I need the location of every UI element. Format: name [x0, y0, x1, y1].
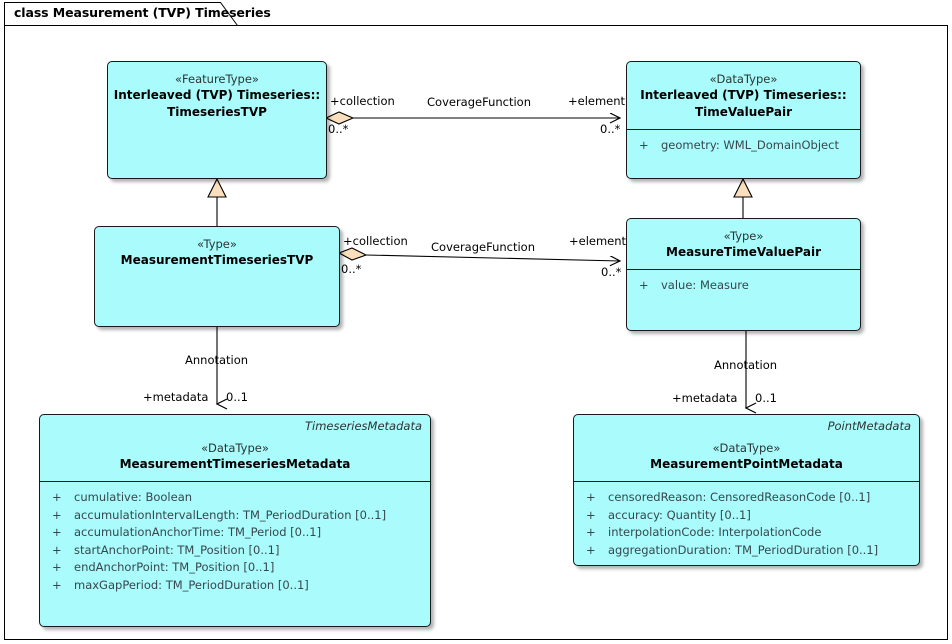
stereotype-measurement-timeseries-tvp: «Type»: [197, 237, 237, 251]
attributes-measurement-point-metadata: + censoredReason: CensoredReasonCode [0..…: [574, 482, 919, 559]
attribute-visibility: +: [586, 542, 596, 557]
attribute-text: aggregationDuration: TM_PeriodDuration […: [608, 542, 879, 557]
class-divider-measurement-timeseries-metadata: [40, 481, 430, 482]
attribute-row: + maxGapPeriod: TM_PeriodDuration [0..1]: [40, 577, 430, 595]
class-header-measurement-timeseries-metadata: TimeseriesMetadata «DataType» Measuremen…: [40, 415, 430, 481]
attribute-visibility: +: [586, 525, 596, 539]
class-header-measure-time-value-pair: «Type» MeasureTimeValuePair: [627, 219, 860, 269]
label-coverage-function-bottom: CoverageFunction: [431, 240, 536, 254]
label-metadata-left: +metadata: [143, 390, 209, 404]
class-name-timeseries-tvp-line1: Interleaved (TVP) Timeseries::: [113, 88, 321, 102]
attribute-row: + censoredReason: CensoredReasonCode [0..…: [574, 489, 919, 507]
attribute-row: + interpolationCode: InterpolationCode: [574, 524, 919, 542]
stereotype-measure-time-value-pair: «Type»: [723, 229, 764, 243]
stereotype-timeseries-tvp: «FeatureType»: [175, 72, 259, 86]
attribute-visibility: +: [52, 542, 62, 557]
class-measurement-timeseries-tvp[interactable]: «Type» MeasurementTimeseriesTVP: [94, 226, 340, 327]
class-time-value-pair[interactable]: «DataType» Interleaved (TVP) Timeseries:…: [626, 61, 861, 179]
mult-annotation-left: 0..1: [226, 390, 248, 404]
attribute-text: accuracy: Quantity [0..1]: [608, 507, 751, 522]
attribute-text: maxGapPeriod: TM_PeriodDuration [0..1]: [74, 577, 309, 592]
class-header-time-value-pair: «DataType» Interleaved (TVP) Timeseries:…: [627, 62, 860, 129]
attribute-visibility: +: [52, 577, 62, 592]
attribute-row: + accumulationIntervalLength: TM_PeriodDu…: [40, 507, 430, 525]
class-divider-measurement-point-metadata: [574, 481, 919, 482]
attribute-row: + endAnchorPoint: TM_Position [0..1]: [40, 559, 430, 577]
attribute-text: cumulative: Boolean: [74, 490, 193, 504]
class-divider-measure-time-value-pair: [627, 269, 860, 270]
class-name-measurement-timeseries-metadata: MeasurementTimeseriesMetadata: [119, 457, 351, 471]
class-name-time-value-pair-line1: Interleaved (TVP) Timeseries::: [640, 88, 847, 102]
label-annotation-left: Annotation: [185, 353, 249, 367]
class-header-measurement-timeseries-tvp: «Type» MeasurementTimeseriesTVP: [95, 227, 339, 277]
attribute-visibility: +: [52, 525, 62, 539]
stereotype-measurement-point-metadata: «DataType»: [712, 441, 781, 455]
mult-collection-bottom: 0..*: [341, 262, 362, 276]
class-measure-time-value-pair[interactable]: «Type» MeasureTimeValuePair + value: Meas…: [626, 218, 861, 331]
stereotype-measurement-timeseries-metadata: «DataType»: [201, 441, 269, 455]
attributes-measurement-timeseries-metadata: + cumulative: Boolean + accumulationInterv…: [40, 482, 430, 594]
class-name-measurement-timeseries-tvp: MeasurementTimeseriesTVP: [120, 253, 314, 267]
mult-annotation-right: 0..1: [755, 391, 777, 405]
class-name-time-value-pair-line2: TimeValuePair: [694, 105, 793, 119]
class-measurement-timeseries-metadata[interactable]: TimeseriesMetadata «DataType» Measuremen…: [39, 414, 431, 627]
class-header-timeseries-tvp: «FeatureType» Interleaved (TVP) Timeseri…: [108, 62, 326, 129]
attribute-row: + aggregationDuration: TM_PeriodDuration …: [574, 542, 919, 560]
attribute-visibility: +: [586, 490, 596, 504]
attribute-text: geometry: WML_DomainObject: [661, 138, 839, 152]
stereotype-time-value-pair: «DataType»: [709, 72, 778, 86]
attribute-visibility: +: [639, 138, 649, 152]
class-name-measure-time-value-pair: MeasureTimeValuePair: [666, 245, 821, 259]
diagram-frame-top-edge: [238, 25, 948, 26]
attribute-text: value: Measure: [661, 278, 749, 292]
attribute-row: + geometry: WML_DomainObject: [627, 137, 860, 155]
class-header-measurement-point-metadata: PointMetadata «DataType» MeasurementPoin…: [574, 415, 919, 481]
attribute-visibility: +: [52, 490, 62, 504]
attribute-text: censoredReason: CensoredReasonCode [0..1…: [608, 490, 871, 504]
class-measurement-point-metadata[interactable]: PointMetadata «DataType» MeasurementPoin…: [573, 414, 920, 566]
attribute-text: endAnchorPoint: TM_Position [0..1]: [74, 560, 275, 574]
label-element-top: +element: [568, 94, 626, 108]
attribute-row: + accumulationAnchorTime: TM_Period [0..1…: [40, 524, 430, 542]
attribute-visibility: +: [52, 507, 62, 522]
class-name-measurement-point-metadata: MeasurementPointMetadata: [650, 457, 843, 471]
class-name-timeseries-tvp-line2: TimeseriesTVP: [167, 105, 267, 119]
mult-element-top: 0..*: [600, 122, 621, 136]
attribute-row: + accuracy: Quantity [0..1]: [574, 507, 919, 525]
attribute-text: accumulationAnchorTime: TM_Period [0..1]: [74, 525, 322, 539]
attribute-text: accumulationIntervalLength: TM_PeriodDur…: [74, 507, 387, 522]
attribute-row: + cumulative: Boolean: [40, 489, 430, 507]
mult-element-bottom: 0..*: [601, 265, 622, 279]
attributes-measure-time-value-pair: + value: Measure: [627, 270, 860, 295]
attribute-row: + value: Measure: [627, 277, 860, 295]
class-timeseries-tvp[interactable]: «FeatureType» Interleaved (TVP) Timeseri…: [107, 61, 327, 179]
attribute-text: interpolationCode: InterpolationCode: [608, 525, 822, 539]
attribute-row: + startAnchorPoint: TM_Position [0..1]: [40, 542, 430, 560]
attribute-visibility: +: [52, 560, 62, 574]
class-qualifier-measurement-timeseries-metadata: TimeseriesMetadata: [304, 419, 422, 433]
class-qualifier-measurement-point-metadata: PointMetadata: [827, 419, 911, 433]
class-divider-time-value-pair: [627, 129, 860, 130]
attribute-text: startAnchorPoint: TM_Position [0..1]: [74, 542, 280, 557]
attribute-visibility: +: [639, 278, 649, 292]
label-metadata-right: +metadata: [672, 391, 738, 405]
label-coverage-function-top: CoverageFunction: [427, 95, 532, 109]
attribute-visibility: +: [586, 507, 596, 522]
label-element-bottom: +element: [569, 234, 627, 248]
mult-collection-top: 0..*: [328, 122, 349, 136]
diagram-title: class Measurement (TVP) Timeseries: [14, 5, 271, 20]
attributes-time-value-pair: + geometry: WML_DomainObject: [627, 130, 860, 155]
label-collection-bottom: +collection: [343, 234, 408, 248]
label-annotation-right: Annotation: [714, 358, 778, 372]
diagram-title-tab: [4, 2, 238, 26]
label-collection-top: +collection: [330, 94, 395, 108]
